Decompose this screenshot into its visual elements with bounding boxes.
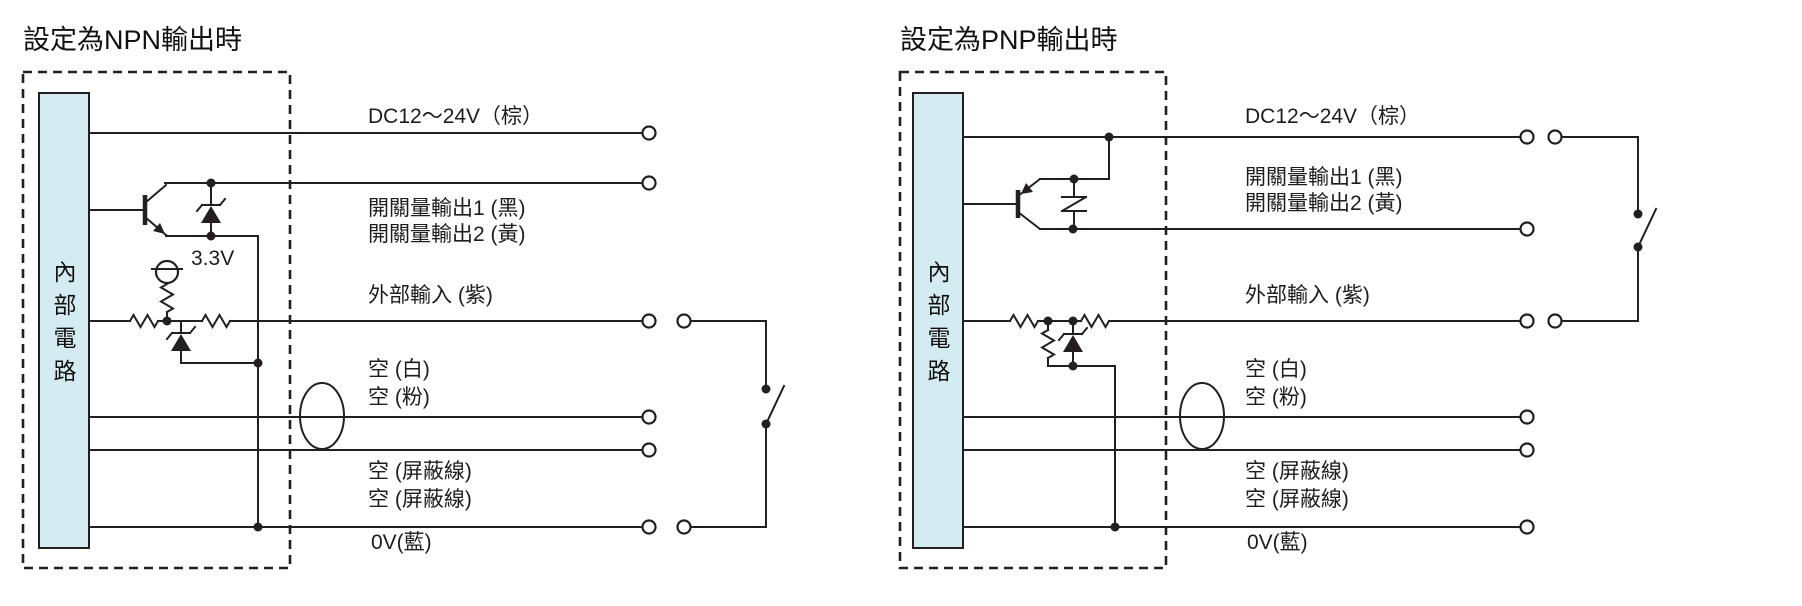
npn-emitter-arrow <box>153 223 165 234</box>
npn-pullup-source <box>151 259 183 326</box>
npn-title: 設定為NPN輸出時 <box>23 25 243 55</box>
pnp-label-output2: 開關量輸出2 (黃) <box>1245 192 1403 215</box>
npn-terminal-external-input <box>641 313 657 329</box>
npn-label-spare-shield-1: 空 (屏蔽線) <box>368 460 472 483</box>
pnp-label-external-input: 外部輸入 (紫) <box>1245 284 1370 307</box>
pnp-cable-oval <box>1179 382 1225 450</box>
pnp-label-spare-shield-1: 空 (屏蔽線) <box>1245 460 1349 483</box>
pnp-input-resistor-1 <box>1008 313 1040 329</box>
pnp-terminal-output <box>1519 221 1535 237</box>
pnp-terminal-external-input <box>1519 313 1535 329</box>
npn-input-resistor-2 <box>200 313 232 329</box>
npn-internal-circuit-label: 內部電路 <box>50 260 76 392</box>
npn-terminal-output <box>641 175 657 191</box>
pnp-input-network <box>1040 316 1120 532</box>
pnp-emitter-arrow <box>1021 183 1033 194</box>
npn-diagram <box>21 70 786 570</box>
pnp-label-spare-pink: 空 (粉) <box>1245 386 1307 409</box>
pnp-label-spare-white: 空 (白) <box>1245 358 1307 381</box>
npn-pullup-resistor <box>159 282 175 314</box>
pnp-label-output1: 開關量輸出1 (黑) <box>1245 166 1403 189</box>
npn-switch-blade <box>764 384 786 426</box>
pnp-terminal-spare-pink <box>1519 442 1535 458</box>
pnp-input-resistor-2 <box>1079 313 1111 329</box>
npn-input-zener-diode <box>165 320 263 368</box>
npn-label-external-input: 外部輸入 (紫) <box>368 284 493 307</box>
npn-terminal-power <box>641 125 657 141</box>
pnp-input-zener-diode <box>1057 320 1089 367</box>
npn-terminal-spare-white <box>641 409 657 425</box>
pnp-pulldown-resistor <box>1040 328 1056 360</box>
pnp-internal-circuit-label: 內部電路 <box>924 260 950 392</box>
npn-terminal-spare-pink <box>641 442 657 458</box>
npn-external-switch <box>676 313 786 535</box>
pnp-label-spare-shield-2: 空 (屏蔽線) <box>1245 488 1349 511</box>
npn-label-output1: 開關量輸出1 (黑) <box>368 197 526 220</box>
npn-terminal-zero-volt <box>641 519 657 535</box>
pnp-terminal-zero-volt <box>1519 519 1535 535</box>
pnp-title: 設定為PNP輸出時 <box>900 25 1118 55</box>
pnp-output-zener <box>1060 178 1088 234</box>
pnp-ground-return-line <box>1072 365 1116 528</box>
npn-label-spare-white: 空 (白) <box>368 358 430 381</box>
pnp-terminal-power <box>1519 129 1535 145</box>
npn-label-zero-volt: 0V(藍) <box>371 531 432 554</box>
npn-internal-circuit-box <box>38 92 90 549</box>
pnp-external-switch <box>1547 129 1658 329</box>
pnp-ground-junction <box>1110 522 1120 532</box>
npn-ground-junction <box>253 522 263 532</box>
npn-voltage-source-circle <box>154 259 180 285</box>
npn-label-spare-shield-2: 空 (屏蔽線) <box>368 488 472 511</box>
npn-input-resistor-1 <box>128 313 160 329</box>
pnp-label-power: DC12～24V（棕） <box>1245 105 1421 128</box>
npn-label-output2: 開關量輸出2 (黃) <box>368 223 526 246</box>
npn-transistor <box>88 183 259 237</box>
pnp-internal-circuit-box <box>912 92 964 549</box>
npn-cable-oval <box>299 382 345 450</box>
pnp-diagram <box>898 70 1658 570</box>
pnp-switch-blade <box>1636 207 1658 249</box>
npn-label-spare-pink: 空 (粉) <box>368 386 430 409</box>
npn-voltage-label: 3.3V <box>191 247 235 270</box>
npn-output-zener-diode <box>195 178 227 241</box>
pnp-label-zero-volt: 0V(藍) <box>1247 531 1308 554</box>
pnp-terminal-spare-white <box>1519 409 1535 425</box>
pnp-transistor <box>962 132 1114 231</box>
npn-label-power: DC12～24V（棕） <box>368 105 544 128</box>
